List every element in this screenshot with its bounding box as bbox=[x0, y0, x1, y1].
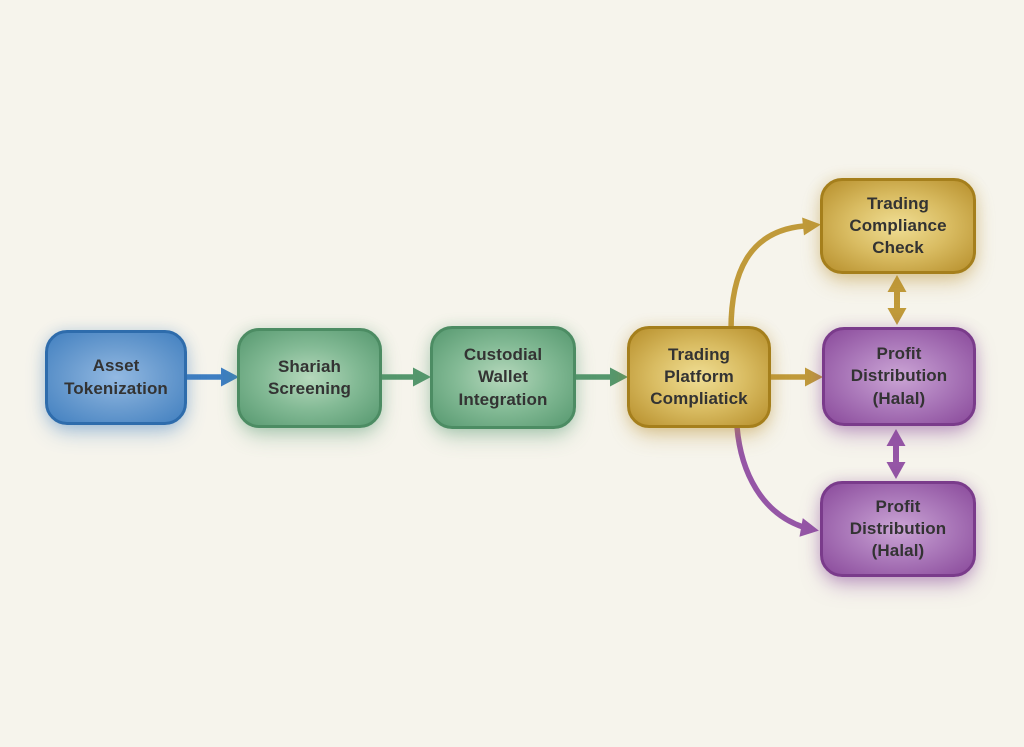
edge-platform-to-compliance-shaft bbox=[728, 223, 805, 331]
node-asset-tokenization-label: Asset Tokenization bbox=[64, 356, 168, 398]
edge-platform-to-profit-mid-arrowhead-icon bbox=[805, 367, 823, 387]
edge-custodial-to-platform-arrowhead-icon bbox=[610, 367, 628, 387]
node-trading-platform-compliatick: Trading Platform Compliatick bbox=[627, 326, 771, 428]
node-shariah-screening: Shariah Screening bbox=[237, 328, 382, 428]
node-trading-compliance-check-label: Trading Compliance Check bbox=[849, 193, 947, 258]
edge-compliance-profit-up-arrowhead-icon bbox=[887, 275, 907, 292]
node-profit-distribution-halal-mid-label: Profit Distribution (Halal) bbox=[850, 344, 948, 408]
edge-asset-to-shariah-arrowhead-icon bbox=[221, 367, 239, 387]
node-trading-compliance-check: Trading Compliance Check bbox=[820, 178, 976, 274]
edge-shariah-to-custodial-arrowhead-icon bbox=[413, 367, 431, 387]
node-shariah-screening-label: Shariah Screening bbox=[267, 356, 352, 398]
edge-platform-to-profit-bot-shaft bbox=[734, 426, 804, 530]
edge-platform-to-profit-bot-arrowhead-icon bbox=[799, 518, 819, 537]
node-profit-distribution-halal-mid: Profit Distribution (Halal) bbox=[822, 327, 976, 426]
edge-platform-to-compliance-arrowhead-icon bbox=[802, 217, 821, 236]
node-profit-distribution-halal-bot-label: Profit Distribution (Halal) bbox=[849, 496, 947, 561]
node-profit-distribution-halal-bot: Profit Distribution (Halal) bbox=[820, 481, 976, 577]
edge-profit-mid-bot-up-arrowhead-icon bbox=[886, 429, 906, 446]
node-custodial-wallet-integration-label: Custodial Wallet Integration bbox=[458, 345, 548, 409]
edge-profit-mid-bot-down-arrowhead-icon bbox=[886, 462, 906, 479]
edge-compliance-profit-down-arrowhead-icon bbox=[887, 308, 907, 325]
node-trading-platform-compliatick-label: Trading Platform Compliatick bbox=[650, 344, 748, 409]
node-custodial-wallet-integration: Custodial Wallet Integration bbox=[430, 326, 576, 429]
node-asset-tokenization: Asset Tokenization bbox=[45, 330, 187, 425]
